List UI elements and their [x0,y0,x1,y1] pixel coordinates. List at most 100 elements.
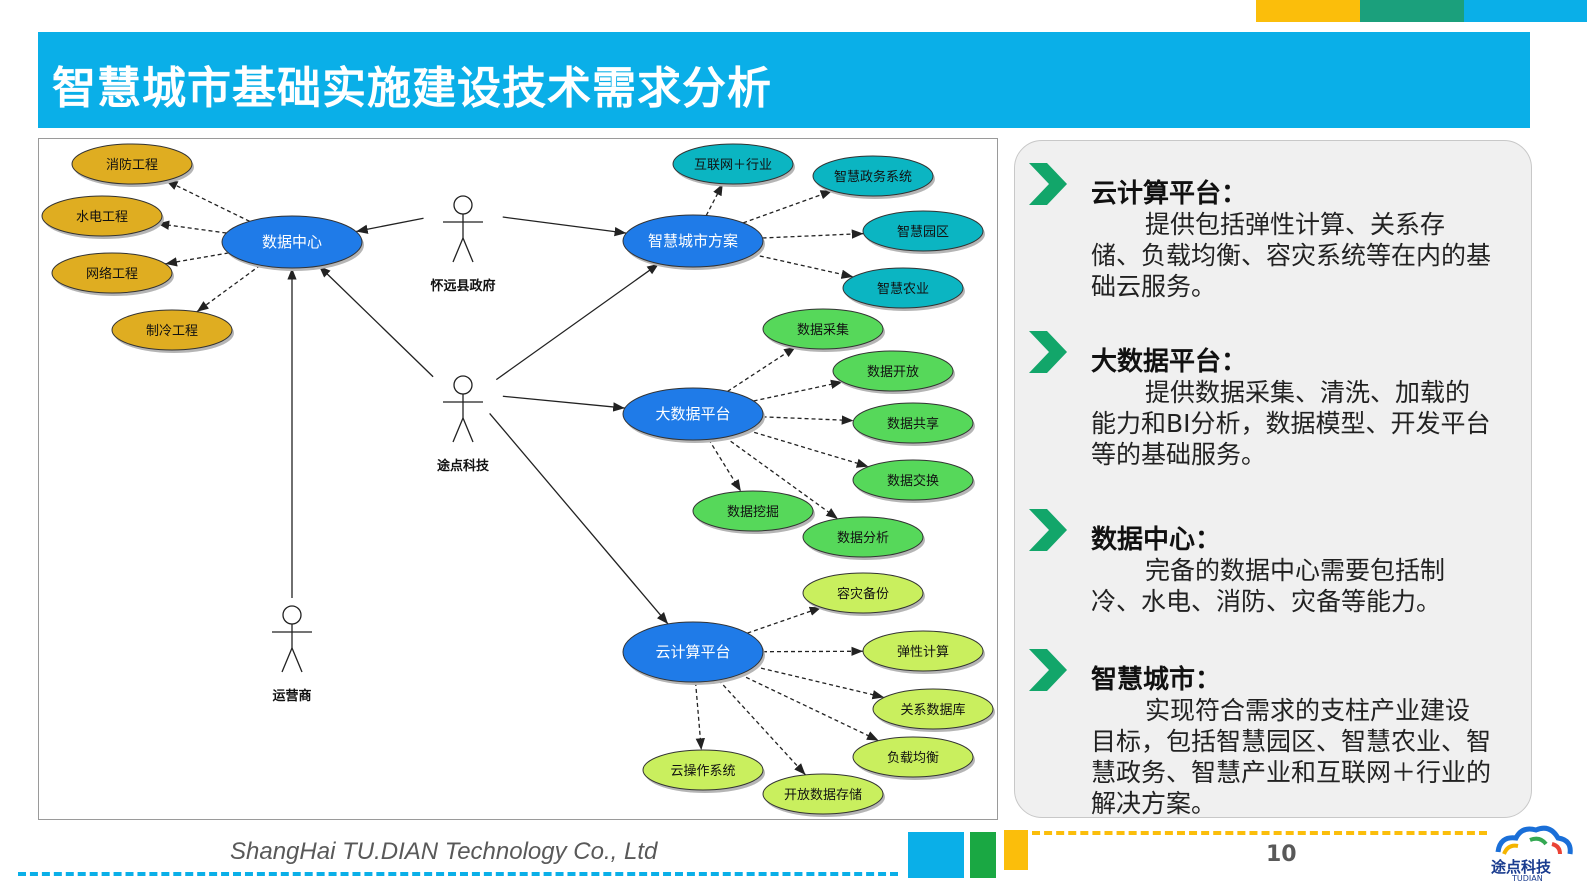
use-case-elastic: 弹性计算 [862,630,985,674]
use-case-net: 网络工程 [51,252,174,296]
use-case-dc: 数据中心 [221,215,364,271]
use-case-cool: 制冷工程 [111,309,234,353]
section-title: 数据中心： [1091,525,1222,555]
actor-label: 途点科技 [437,458,490,474]
footer-company: ShangHai TU.DIAN Technology Co., Ltd [230,838,658,865]
association-sc-gov_sys [742,190,833,224]
use-case-label: 云计算平台 [655,643,730,661]
section-body: 实现符合需求的支柱产业建设目标，包括智慧园区、智慧农业、智慧政务、智慧产业和互联… [1091,696,1492,818]
footer-divider-left [18,872,898,876]
section-title: 大数据平台： [1091,347,1248,377]
association-bd-open [753,379,843,402]
top-bar-green [1360,0,1464,22]
page-number: 10 [1266,842,1297,867]
section-body: 完备的数据中心需要包括制冷、水电、消防、灾备等能力。 [1091,556,1446,616]
section-title: 智慧城市： [1091,665,1222,695]
association-sc-park [762,229,864,239]
use-case-backup: 容灾备份 [802,572,925,616]
use-case-label: 数据中心 [262,233,322,251]
use-case-label: 云操作系统 [670,763,735,779]
use-case-gov_sys: 智慧政务系统 [812,155,935,199]
use-case-fire: 消防工程 [71,143,194,187]
use-case-park: 智慧园区 [862,210,985,254]
association-tudian-cc [489,412,669,625]
use-case-label: 开放数据存储 [784,788,862,803]
chevron-right-icon [1029,163,1067,205]
use-case-label: 数据开放 [867,365,919,380]
use-case-label: 网络工程 [86,266,138,282]
use-case-label: 数据交换 [887,473,939,489]
association-bd-collect [727,346,797,392]
association-gov-dc [355,217,424,234]
section-body: 提供包括弹性计算、关系存储、负载均衡、容灾系统等在内的基础云服务。 [1091,210,1492,301]
use-case-analysis: 数据分析 [802,516,925,560]
page-title: 智慧城市基础实施建设技术需求分析 [52,63,772,114]
chevron-right-icon [1029,509,1067,551]
actor-operator [272,605,312,673]
association-tudian-dc [318,265,434,378]
actor-label: 怀远县政府 [430,278,495,294]
footer-block-green [970,832,996,878]
use-case-label: 弹性计算 [897,645,949,660]
association-cc-backup [747,606,822,634]
use-case-label: 制冷工程 [146,324,198,339]
use-case-mining: 数据挖掘 [692,490,815,534]
use-case-os: 云操作系统 [642,749,765,793]
use-case-label: 互联网＋行业 [694,158,772,173]
association-dc-cool [196,264,261,313]
association-bd-analysis [724,436,839,520]
association-bd-mining [708,438,742,492]
use-case-label: 数据共享 [887,416,939,432]
company-logo [1495,825,1573,855]
use-case-share: 数据共享 [852,402,975,446]
use-case-label: 数据采集 [797,322,849,338]
use-case-open: 数据开放 [832,350,955,394]
association-bd-exchange [747,429,869,468]
association-cc-os [694,681,705,751]
use-case-inet: 互联网＋行业 [672,143,795,187]
use-case-label: 智慧园区 [897,224,949,240]
use-case-lb: 负载均衡 [852,736,975,780]
title-band: 智慧城市基础实施建设技术需求分析 [38,32,1530,128]
use-case-agri: 智慧农业 [842,267,965,311]
association-cc-storage [718,679,806,776]
description-panel: 云计算平台： 提供包括弹性计算、关系存储、负载均衡、容灾系统等在内的基础云服务。… [1014,140,1532,818]
footer-divider-right [1032,831,1487,835]
use-case-sc: 智慧城市方案 [622,214,765,270]
association-sc-agri [752,253,854,279]
use-case-label: 数据挖掘 [727,505,779,520]
use-case-label: 智慧城市方案 [648,232,738,250]
association-dc-net [165,252,229,267]
use-case-label: 智慧政务系统 [834,169,912,185]
use-case-diagram: 数据中心 智慧城市方案大数据平台云计算平台 消防工程水电工程网络工程制冷工程 互联网＋… [38,138,998,820]
chevron-right-icon [1029,649,1067,691]
association-tudian-bd [502,395,625,412]
use-case-rdb: 关系数据库 [872,688,995,732]
use-case-bd: 大数据平台 [622,387,765,443]
use-case-cc: 云计算平台 [622,621,765,685]
association-tudian-sc [495,263,660,381]
chevron-right-icon [1029,331,1067,373]
use-case-label: 消防工程 [106,157,158,173]
logo-text: 途点科技 [1491,858,1552,876]
actor-tudian [443,375,483,443]
use-case-label: 智慧农业 [877,281,929,297]
footer-block-yellow [1004,830,1028,870]
top-bar-blue [1464,0,1587,22]
use-case-collect: 数据采集 [762,308,885,352]
association-bd-share [762,415,854,425]
use-case-label: 负载均衡 [887,751,939,766]
association-dc-fire [165,179,250,222]
association-sc-inet [705,183,724,216]
association-cc-rdb [754,665,885,700]
use-case-label: 大数据平台 [655,405,730,423]
logo-subtext: TUDIAN [1512,874,1543,883]
use-case-storage: 开放数据存储 [762,773,885,817]
association-cc-lb [739,673,879,742]
use-case-label: 关系数据库 [900,702,965,718]
section-title: 云计算平台： [1091,179,1248,209]
actor-gov [443,195,483,263]
footer-block-blue [908,832,964,878]
use-case-label: 水电工程 [76,210,128,225]
